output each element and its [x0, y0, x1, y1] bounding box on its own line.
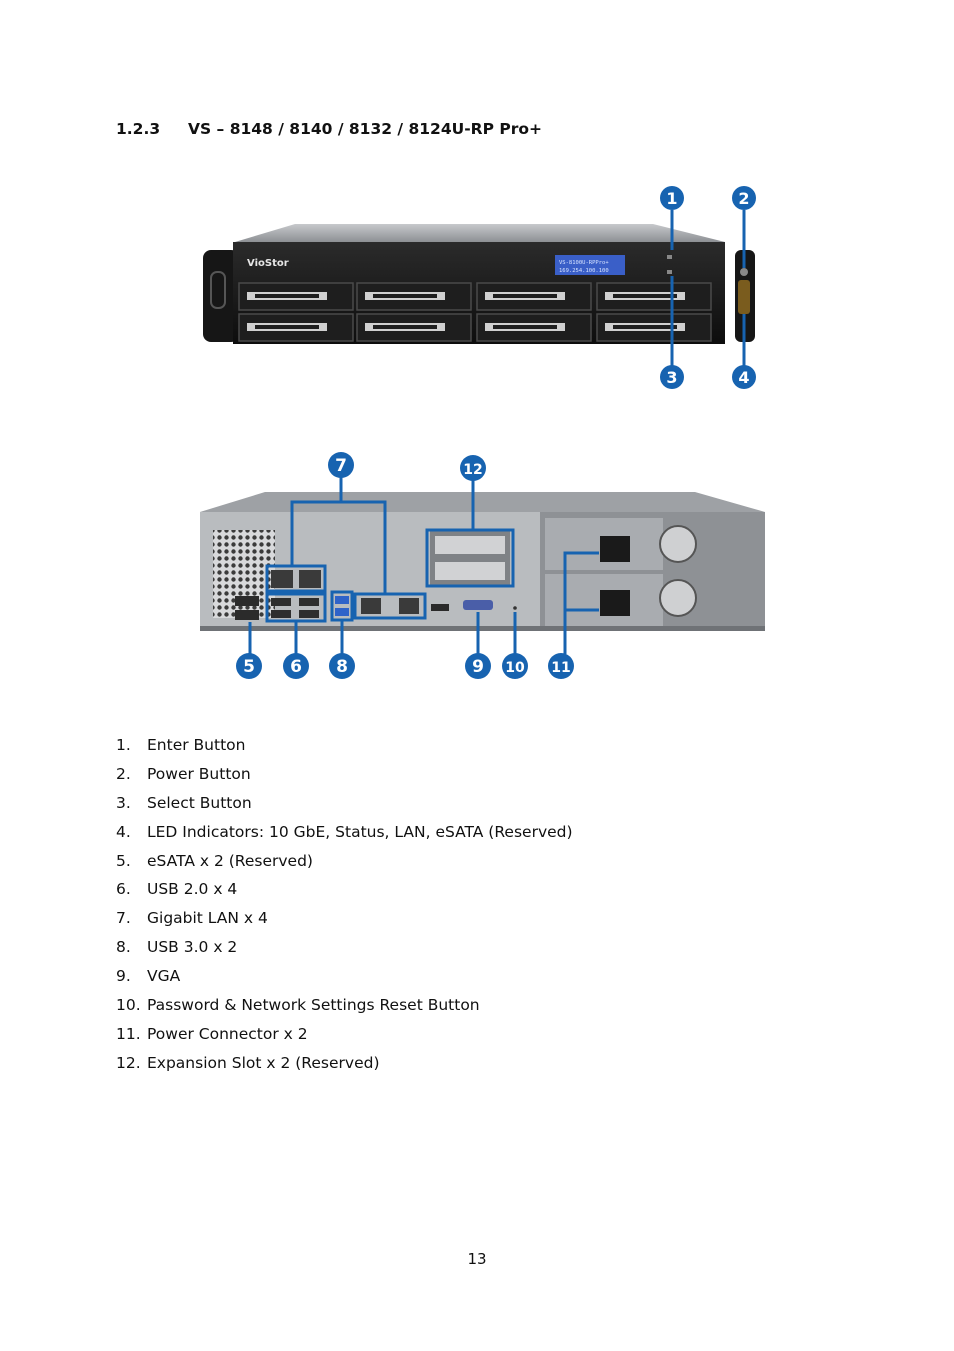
- list-item: 3.Select Button: [116, 793, 252, 812]
- list-item: 8.USB 3.0 x 2: [116, 938, 238, 957]
- list-item: 7.Gigabit LAN x 4: [116, 909, 268, 928]
- svg-text:169.254.100.100: 169.254.100.100: [559, 268, 609, 274]
- usb3-port: [335, 608, 349, 616]
- callout-5: 5: [236, 653, 262, 679]
- callout-3: 3: [660, 365, 684, 389]
- list-item: 12.Expansion Slot x 2 (Reserved): [116, 1053, 380, 1072]
- list-item: 1.Enter Button: [116, 736, 246, 754]
- vga-port: [463, 600, 493, 610]
- svg-text:5: 5: [243, 657, 255, 677]
- svg-text:2: 2: [738, 189, 749, 208]
- expansion-slot: [435, 536, 505, 554]
- enter-button[interactable]: [667, 255, 672, 259]
- list-item: 11.Power Connector x 2: [116, 1024, 308, 1043]
- lcd-display: [555, 255, 625, 275]
- list-item: 9.VGA: [116, 967, 181, 986]
- callout-1: 1: [660, 186, 684, 210]
- lan-port: [361, 598, 381, 614]
- select-button[interactable]: [667, 270, 672, 274]
- usb2-ports: [271, 598, 319, 618]
- rear-panel-figure: 7 12 5 6 8 9 10 11: [195, 450, 775, 690]
- front-panel-figure: VioStor VS-8100U-RPPro+ 169.254.100.100: [195, 180, 775, 395]
- list-item: 10.Password & Network Settings Reset But…: [116, 996, 480, 1015]
- callout-4: 4: [732, 365, 756, 389]
- svg-text:9: 9: [472, 657, 484, 677]
- svg-text:7: 7: [335, 456, 347, 476]
- lan-port: [299, 570, 321, 588]
- list-item: 4.LED Indicators: 10 GbE, Status, LAN, e…: [116, 822, 573, 841]
- usb3-port: [335, 596, 349, 604]
- lan-port: [399, 598, 419, 614]
- psu-fan: [659, 579, 697, 617]
- page-number: 13: [467, 1250, 487, 1268]
- section-heading: 1.2.3 VS – 8148 / 8140 / 8132 / 8124U-RP …: [116, 120, 542, 138]
- svg-text:VS-8100U-RPPro+: VS-8100U-RPPro+: [559, 260, 609, 266]
- svg-text:6: 6: [290, 657, 302, 677]
- callout-6: 6: [283, 653, 309, 679]
- callout-12: 12: [460, 455, 486, 481]
- drive-bays: [238, 282, 712, 342]
- expansion-slot: [435, 562, 505, 580]
- callout-7: 7: [328, 452, 354, 478]
- esata-port: [235, 596, 259, 606]
- brand-label: VioStor: [247, 258, 289, 269]
- svg-text:10: 10: [505, 660, 525, 676]
- svg-text:11: 11: [551, 660, 570, 676]
- svg-text:1: 1: [666, 189, 677, 208]
- component-list: 1.Enter Button 2.Power Button 3.Select B…: [116, 733, 573, 1080]
- power-connector: [600, 590, 630, 616]
- svg-text:4: 4: [738, 368, 749, 387]
- list-item: 6.USB 2.0 x 4: [116, 880, 238, 899]
- callout-8: 8: [329, 653, 355, 679]
- callout-2: 2: [732, 186, 756, 210]
- psu-fan: [659, 525, 697, 563]
- power-button[interactable]: [740, 268, 748, 276]
- callout-11: 11: [548, 653, 574, 679]
- svg-text:12: 12: [463, 462, 482, 478]
- svg-text:3: 3: [666, 368, 677, 387]
- svg-text:8: 8: [336, 657, 348, 677]
- list-item: 5.eSATA x 2 (Reserved): [116, 851, 313, 870]
- lan-port: [271, 570, 293, 588]
- callout-10: 10: [502, 653, 528, 679]
- hdmi-port: [431, 604, 449, 611]
- section-title: VS – 8148 / 8140 / 8132 / 8124U-RP Pro+: [188, 120, 542, 138]
- reset-button[interactable]: [513, 606, 517, 610]
- led-indicators: [738, 280, 750, 314]
- list-item: 2.Power Button: [116, 764, 251, 783]
- section-number: 1.2.3: [116, 120, 161, 138]
- callout-9: 9: [465, 653, 491, 679]
- power-connector: [600, 536, 630, 562]
- esata-port: [235, 610, 259, 620]
